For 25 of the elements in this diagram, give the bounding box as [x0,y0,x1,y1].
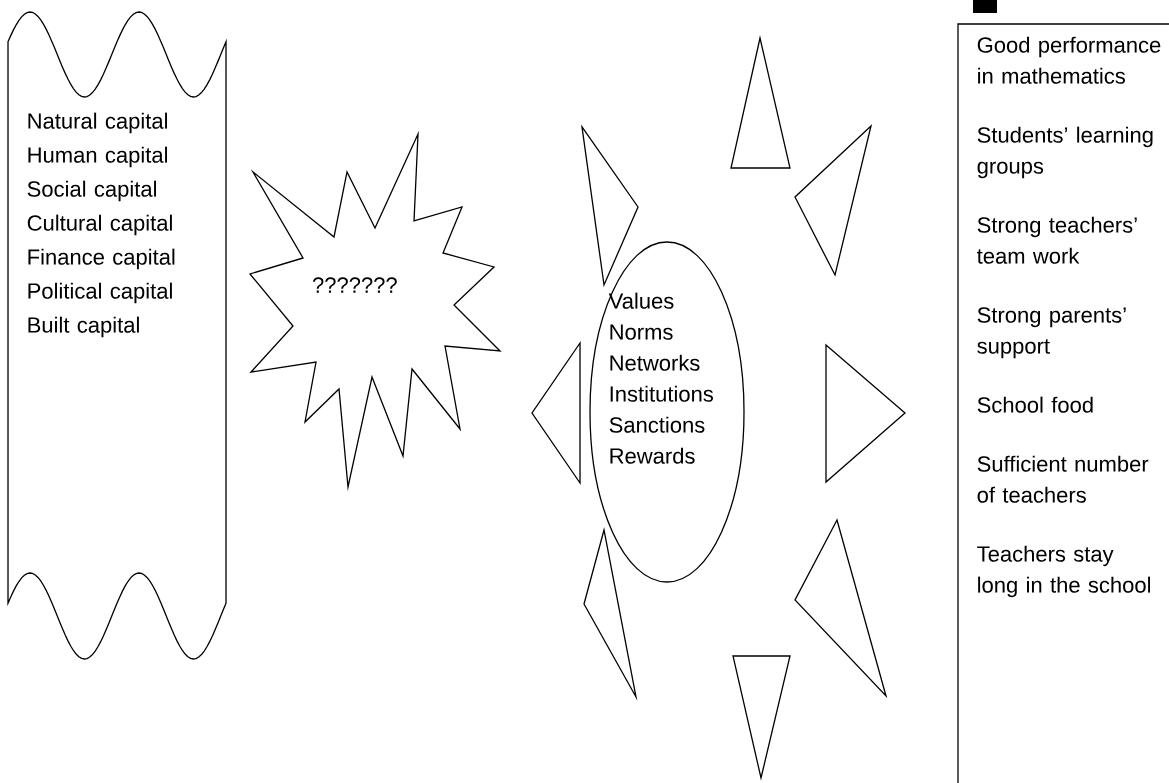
list-item: Cultural capital [27,214,172,236]
list-item: Built capital [28,316,139,338]
list-item: Natural capital [28,112,167,134]
explosion-shape [248,130,502,492]
list-item: Values [608,292,674,309]
list-item: Teachers stay long in the school [977,545,1151,598]
list-item: Networks [610,354,700,371]
list-item: Human capital [28,146,167,168]
list-item: Social capital [27,180,156,202]
list-item: Strong teachers’ team work [977,216,1137,264]
list-item: Institutions [610,385,714,402]
list-item: Students’ learning groups [977,126,1153,179]
list-item: Sufficient number of teachers [977,455,1149,503]
list-item: Sanctions [609,416,705,433]
scroll-banner [7,11,227,660]
list-item: Good performance in mathematics [977,36,1161,84]
ellipse-shape [589,241,745,583]
list-item: ??????? [312,277,397,293]
list-item: Finance capital [28,248,175,270]
list-item: Norms [610,324,673,340]
list-item: Rewards [610,447,695,464]
list-item: Strong parents’ support [977,307,1126,359]
list-item: Political capital [28,282,172,304]
list-panel [957,23,1169,783]
list-item: School food [977,396,1093,413]
